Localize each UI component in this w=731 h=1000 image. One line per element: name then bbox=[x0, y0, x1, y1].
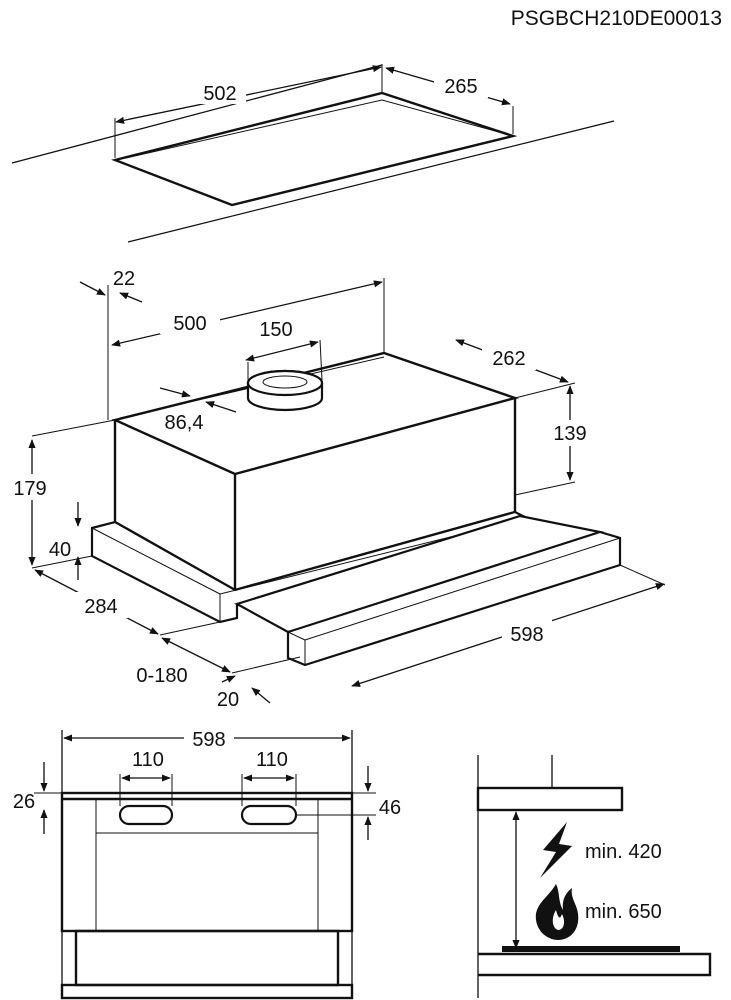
hole-right-label: 110 bbox=[256, 749, 288, 771]
front-height-label: 40 bbox=[49, 539, 71, 561]
gas-clearance-label: min. 650 bbox=[585, 901, 662, 923]
total-height-label: 179 bbox=[13, 478, 46, 500]
hole-left-label: 110 bbox=[132, 749, 164, 771]
duct-offset-label: 86,4 bbox=[165, 412, 204, 434]
top-left-height-label: 26 bbox=[13, 791, 35, 813]
cutout-depth-label: 265 bbox=[444, 76, 477, 98]
front-view: 598 110 110 26 46 bbox=[13, 726, 401, 1000]
depth-label: 284 bbox=[84, 596, 117, 618]
top-depth-label: 262 bbox=[492, 348, 525, 370]
electric-clearance-label: min. 420 bbox=[585, 841, 662, 863]
lightning-icon bbox=[540, 822, 572, 878]
duct-diameter-label: 150 bbox=[259, 319, 292, 341]
top-width-label: 500 bbox=[173, 313, 206, 335]
side-offset-label: 22 bbox=[113, 268, 135, 290]
flame-icon bbox=[535, 884, 579, 940]
document-code: PSGBCH210DE00013 bbox=[511, 7, 722, 30]
cutout-width-label: 502 bbox=[203, 83, 236, 105]
front-width-label: 598 bbox=[510, 624, 543, 646]
top-right-height-label: 46 bbox=[379, 797, 401, 819]
front-thickness-label: 20 bbox=[217, 689, 239, 711]
body-height-label: 139 bbox=[553, 423, 586, 445]
cutout-view: 502 265 bbox=[11, 64, 615, 243]
clearance-view: min. 420 min. 650 bbox=[476, 755, 712, 998]
extension-label: 0-180 bbox=[136, 665, 187, 687]
hood-isometric-view: 22 500 150 86,4 262 139 179 40 284 bbox=[6, 268, 666, 711]
front-view-width-label: 598 bbox=[192, 729, 225, 751]
